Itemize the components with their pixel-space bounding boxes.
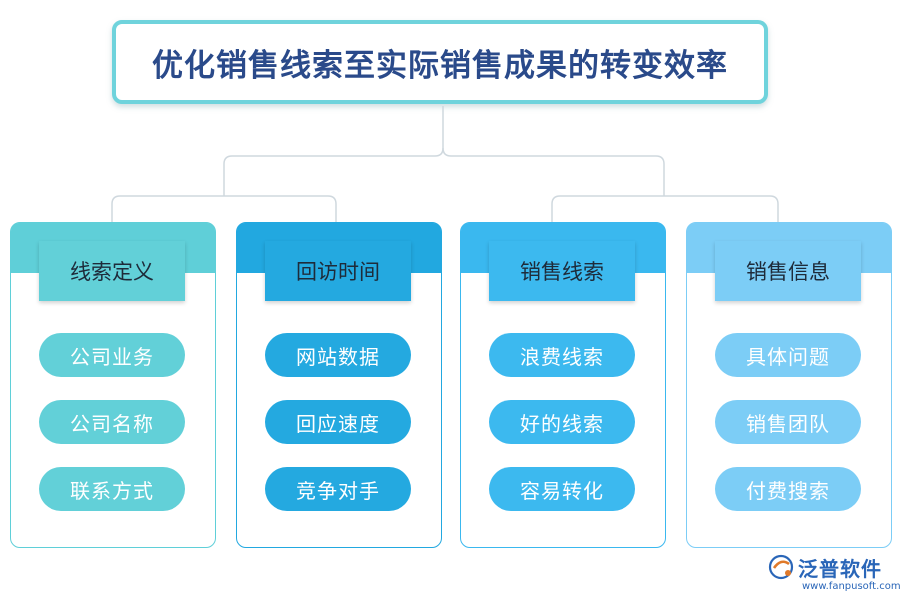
connector-left-branch: [111, 195, 224, 222]
column-sales-info: 销售信息 具体问题 销售团队 付费搜索: [686, 222, 892, 548]
column-item: 联系方式: [39, 467, 185, 511]
connector-trunk: [223, 106, 444, 196]
column-follow-up-time: 回访时间 网站数据 回应速度 竞争对手: [236, 222, 442, 548]
column-item: 竞争对手: [265, 467, 411, 511]
connector-trunk-right: [442, 147, 665, 196]
column-sales-leads: 销售线索 浪费线索 好的线索 容易转化: [460, 222, 666, 548]
column-item: 容易转化: [489, 467, 635, 511]
column-item: 付费搜索: [715, 467, 861, 511]
column-lead-definition: 线索定义 公司业务 公司名称 联系方式: [10, 222, 216, 548]
logo-icon: [768, 554, 794, 580]
logo-name: 泛普软件: [798, 557, 882, 581]
column-item: 公司名称: [39, 400, 185, 444]
column-header: 销售线索: [489, 241, 635, 301]
column-header: 线索定义: [39, 241, 185, 301]
brand-logo: 泛普软件 www.fanpusoft.com: [768, 552, 900, 596]
column-item: 浪费线索: [489, 333, 635, 377]
column-item: 销售团队: [715, 400, 861, 444]
logo-url: www.fanpusoft.com: [802, 581, 900, 592]
column-header: 回访时间: [265, 241, 411, 301]
column-item: 好的线索: [489, 400, 635, 444]
column-item: 网站数据: [265, 333, 411, 377]
connector-left-branch-2: [224, 195, 337, 222]
connector-right-branch-2: [664, 195, 779, 222]
column-item: 公司业务: [39, 333, 185, 377]
column-item: 回应速度: [265, 400, 411, 444]
column-item: 具体问题: [715, 333, 861, 377]
title-box: 优化销售线索至实际销售成果的转变效率: [112, 20, 768, 104]
column-header: 销售信息: [715, 241, 861, 301]
diagram-title: 优化销售线索至实际销售成果的转变效率: [152, 47, 728, 84]
connector-right-branch: [551, 195, 664, 222]
